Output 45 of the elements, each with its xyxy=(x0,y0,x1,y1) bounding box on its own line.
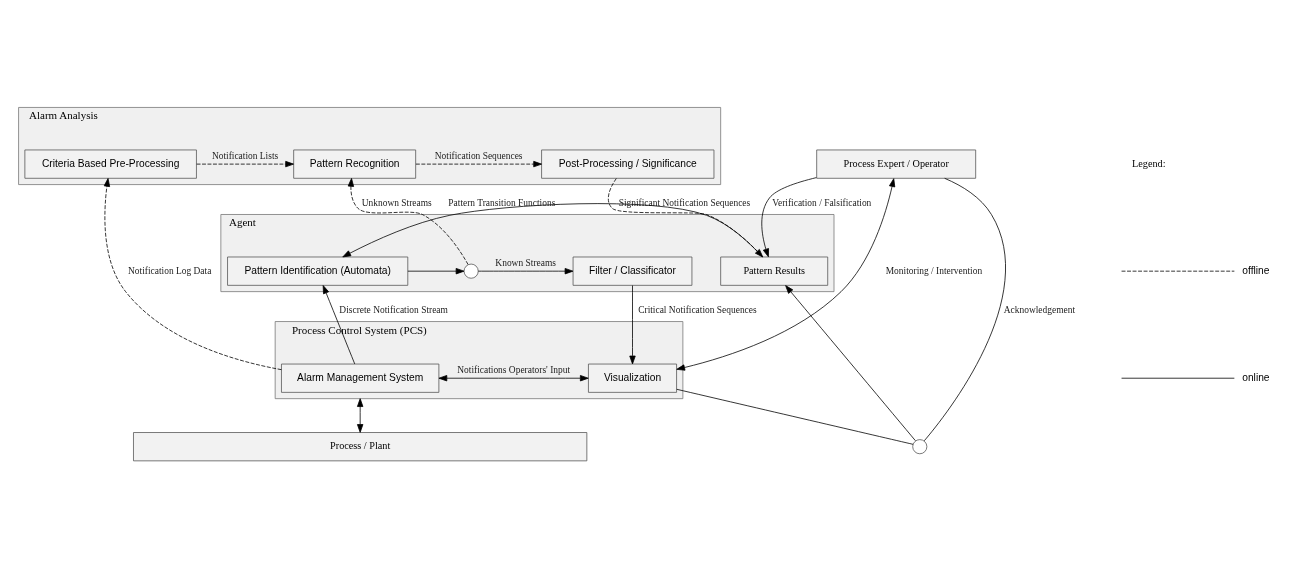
edge-label: Monitoring / Intervention xyxy=(885,265,983,276)
node-box: Filter / Classificator xyxy=(572,256,693,286)
arrow xyxy=(676,178,896,371)
arrow xyxy=(607,178,764,258)
edge-label: Acknowledgement xyxy=(1003,304,1076,315)
node-box: Visualization xyxy=(588,363,677,393)
node-box: Alarm Management System xyxy=(281,363,440,393)
edge-label: Notification Sequences xyxy=(434,151,523,162)
edge-label: Known Streams xyxy=(495,258,556,269)
node-box: Pattern Recognition xyxy=(293,149,417,179)
node-box: Pattern Results xyxy=(720,256,829,286)
node-box: Criteria Based Pre-Processing xyxy=(24,149,197,179)
arrow xyxy=(357,398,364,433)
arrow xyxy=(407,268,465,275)
arrow xyxy=(438,375,589,382)
legend-label: online xyxy=(1242,371,1270,383)
node-circle xyxy=(463,263,479,279)
edge-label: Pattern Transition Functions xyxy=(448,197,556,208)
edge-label: Verification / Falsification xyxy=(772,197,872,208)
label: Legend: xyxy=(1132,157,1166,169)
arrow xyxy=(761,177,817,258)
connector xyxy=(676,388,914,445)
edge-label: Significant Notification Sequences xyxy=(618,197,751,208)
edge-label: Notification Log Data xyxy=(128,265,212,276)
arrow xyxy=(196,160,294,168)
node-box: Process Expert / Operator xyxy=(816,149,977,179)
arrow xyxy=(477,268,574,275)
node-box: Process / Plant xyxy=(133,432,588,462)
edge-label: Notification Lists xyxy=(211,151,279,162)
edge-label: Unknown Streams xyxy=(361,197,432,208)
edge-label: Critical Notification Sequences xyxy=(638,304,757,315)
edge-label: Discrete Notification Stream xyxy=(339,304,448,315)
arrow xyxy=(785,285,916,442)
arrow xyxy=(415,160,542,168)
connector xyxy=(923,177,1006,442)
node-box: Pattern Identification (Automata) xyxy=(227,256,409,286)
arrow xyxy=(629,285,636,365)
arrow xyxy=(103,178,282,371)
legend-label: offline xyxy=(1242,264,1270,276)
arrow xyxy=(322,285,356,365)
arrow xyxy=(342,203,763,258)
edge-label: Notifications Operators' Input xyxy=(457,365,571,376)
node-circle xyxy=(912,439,928,455)
arrow xyxy=(347,178,469,265)
node-box: Post-Processing / Significance xyxy=(541,149,715,179)
